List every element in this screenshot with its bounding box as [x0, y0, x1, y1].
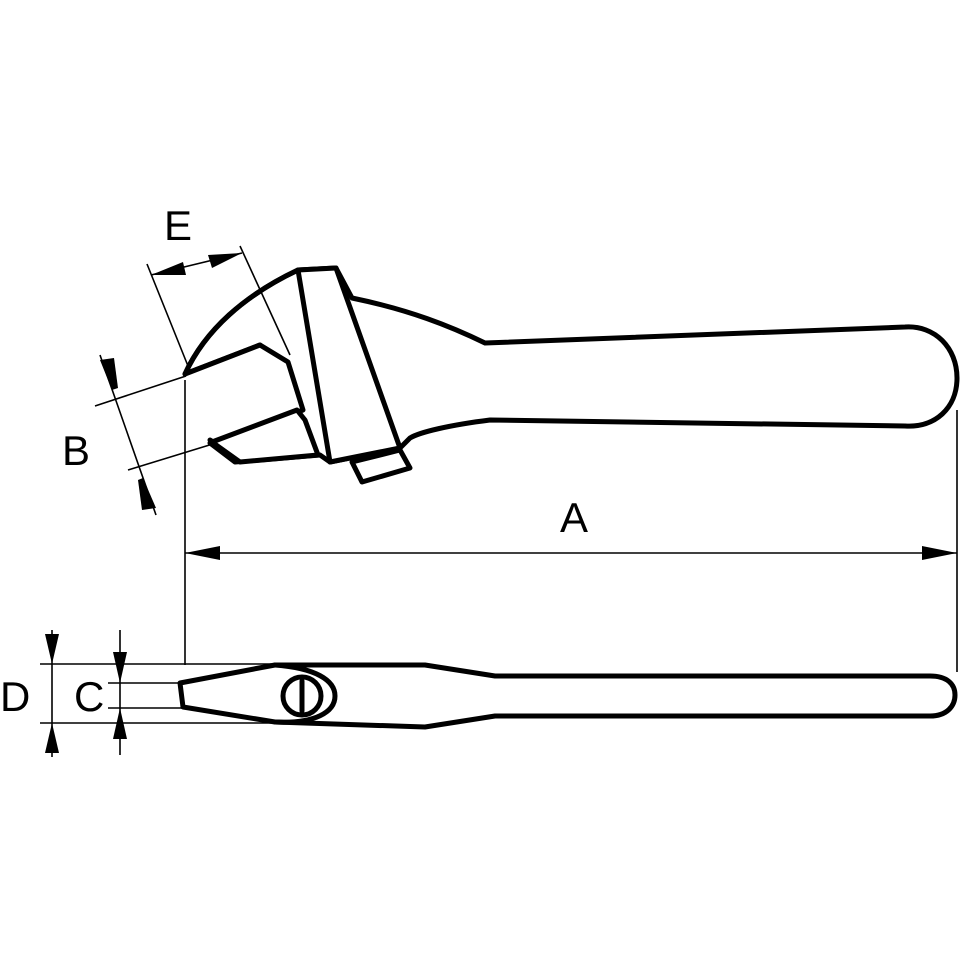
dimension-d: D [0, 630, 275, 757]
dimension-c: C [74, 630, 183, 755]
dimension-label-d: D [0, 673, 30, 720]
wrench-top-view [182, 265, 960, 485]
dimension-b: B [62, 354, 217, 516]
dimension-label-e: E [164, 202, 192, 249]
wrench-bottom-view [177, 662, 958, 730]
dimension-a: A [184, 380, 958, 672]
worm-screw-tab [349, 447, 413, 485]
dimension-e: E [146, 202, 291, 367]
movable-jaw [209, 407, 321, 465]
head-curve [182, 267, 301, 377]
head-thickness-edge [272, 662, 338, 725]
dimension-label-a: A [560, 494, 588, 541]
dimension-label-c: C [74, 673, 104, 720]
dimension-label-b: B [62, 427, 90, 474]
wrench-thickness-profile [177, 662, 958, 730]
